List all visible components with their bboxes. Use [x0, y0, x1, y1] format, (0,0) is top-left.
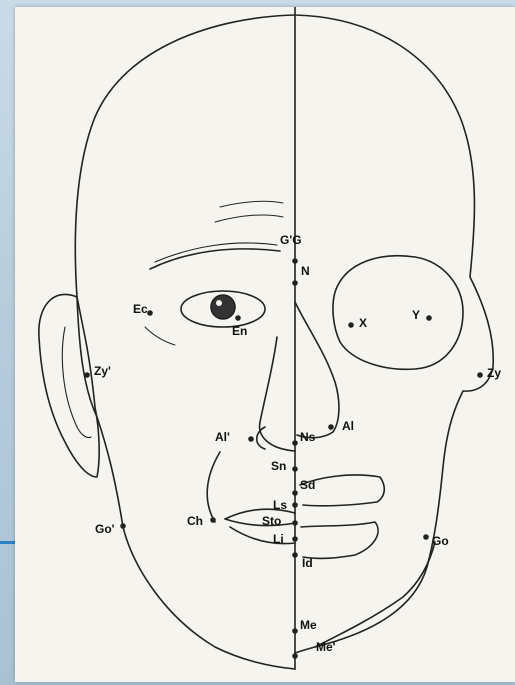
landmark-point-li [292, 536, 298, 542]
landmark-point-al [328, 424, 334, 430]
landmark-point-go [423, 534, 429, 540]
landmark-point-id [292, 552, 298, 558]
landmark-label-me-prime: Me' [316, 641, 336, 653]
landmark-label-n: N [301, 265, 310, 277]
head-outline-left [75, 15, 295, 669]
landmark-point-sn [292, 466, 298, 472]
landmark-point-zy-prime [84, 372, 90, 378]
landmark-point-ch [210, 517, 216, 523]
skull-outline-right [295, 15, 493, 653]
lower-teeth [301, 522, 378, 558]
landmark-label-g-prime-g: G'G [280, 234, 302, 246]
landmark-label-ch: Ch [187, 515, 203, 527]
landmark-label-go: Go [432, 535, 449, 547]
landmark-label-sn: Sn [271, 460, 286, 472]
landmark-label-ns: Ns [300, 431, 315, 443]
face-skull-landmark-diagram [15, 7, 515, 682]
lips [225, 509, 295, 544]
landmark-point-ec [147, 310, 153, 316]
landmark-label-x: X [359, 317, 367, 329]
nasal-aperture [295, 302, 339, 438]
landmark-point-n [292, 280, 298, 286]
landmark-point-me [292, 628, 298, 634]
landmark-point-ls [292, 502, 298, 508]
nose-left [260, 337, 295, 451]
landmark-label-id: Id [302, 557, 313, 569]
landmark-point-al-prime [248, 436, 254, 442]
landmark-point-y [426, 315, 432, 321]
landmark-label-zy: Zy [487, 367, 501, 379]
landmark-label-go-prime: Go' [95, 523, 115, 535]
landmark-label-y: Y [412, 309, 420, 321]
eyebrow [150, 249, 280, 269]
landmark-label-li: Li [273, 533, 284, 545]
landmark-label-en: En [232, 325, 247, 337]
landmark-point-me-prime [292, 653, 298, 659]
landmark-point-zy [477, 372, 483, 378]
landmark-label-zy-prime: Zy' [94, 365, 111, 377]
cheek-line [207, 452, 220, 522]
ear [39, 294, 99, 477]
landmark-label-sd: Sd [300, 479, 315, 491]
landmark-point-go-prime [120, 523, 126, 529]
landmark-label-ls: Ls [273, 499, 287, 511]
landmark-point-g-prime-g [292, 258, 298, 264]
landmark-point-x [348, 322, 354, 328]
landmark-label-al-prime: Al' [215, 431, 230, 443]
landmark-point-en [235, 315, 241, 321]
landmark-point-sd [292, 490, 298, 496]
landmark-point-ns [292, 440, 298, 446]
landmark-label-sto: Sto [262, 515, 281, 527]
landmark-label-me: Me [300, 619, 317, 631]
landmark-label-ec: Ec [133, 303, 148, 315]
landmark-label-al: Al [342, 420, 354, 432]
landmark-point-sto [292, 520, 298, 526]
orbit [333, 256, 463, 370]
